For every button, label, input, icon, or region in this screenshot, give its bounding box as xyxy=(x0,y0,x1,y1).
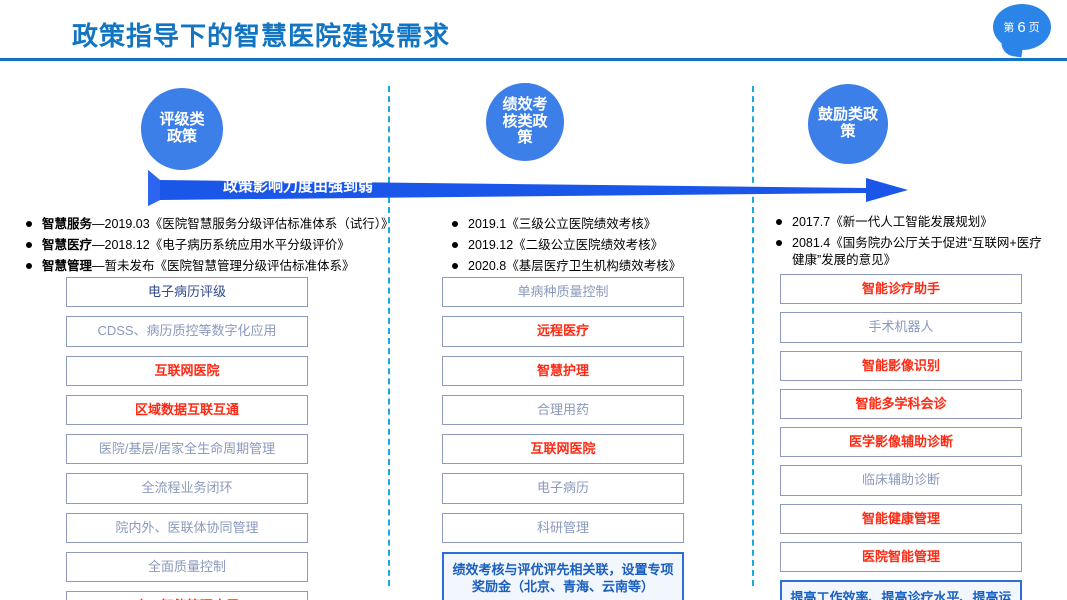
list-item: 2019.1《三级公立医院绩效考核》 xyxy=(448,216,738,233)
box-item[interactable]: 智能诊疗助手 xyxy=(780,274,1022,305)
bullet-list-3: 2017.7《新一代人工智能发展规划》 2081.4《国务院办公厅关于促进“互联… xyxy=(772,214,1052,269)
box-item[interactable]: 人工智能管理应用 xyxy=(66,591,308,600)
circle-1-line-1: 评级类 xyxy=(159,111,205,129)
box-item[interactable]: CDSS、病历质控等数字化应用 xyxy=(66,316,308,347)
box-item[interactable]: 医院智能管理 xyxy=(780,541,1022,572)
list-item: 2019.12《二级公立医院绩效考核》 xyxy=(448,237,738,254)
box-item[interactable]: 医院/基层/居家全生命周期管理 xyxy=(66,434,308,465)
circle-2-line-1: 绩效考 xyxy=(502,95,548,113)
page-title: 政策指导下的智慧医院建设需求 xyxy=(72,21,451,51)
circle-2-line-3: 策 xyxy=(517,129,533,147)
badge-suffix: 页 xyxy=(1028,22,1041,34)
bullet-2-3-rest: 2020.8《基层医疗卫生机构绩效考核》 xyxy=(468,258,682,273)
box-item[interactable]: 互联网医院 xyxy=(442,434,684,465)
bullet-1-1-rest: —2019.03《医院智慧服务分级评估标准体系（试行）》 xyxy=(92,217,394,231)
box-item[interactable]: 全面质量控制 xyxy=(66,551,308,582)
category-circle-encouragement: 鼓励类政 策 xyxy=(808,84,888,164)
list-item: 2081.4《国务院办公厅关于促进“互联网+医疗健康”发展的意见》 xyxy=(772,235,1052,269)
box-item[interactable]: 临床辅助诊断 xyxy=(780,465,1022,496)
list-item: 2017.7《新一代人工智能发展规划》 xyxy=(772,214,1052,231)
column-divider-1 xyxy=(388,86,390,586)
bullet-1-1-lead: 智慧服务 xyxy=(42,217,93,231)
circle-1-line-2: 政策 xyxy=(166,128,197,145)
bullets-column-2: 2019.1《三级公立医院绩效考核》 2019.12《二级公立医院绩效考核》 2… xyxy=(448,216,738,279)
box-item[interactable]: 互联网医院 xyxy=(66,355,308,386)
summary-box[interactable]: 绩效考核与评优评先相关联，设置专项奖励金（北京、青海、云南等） xyxy=(442,551,684,600)
list-item: 智慧服务—2019.03《医院智慧服务分级评估标准体系（试行）》 xyxy=(22,216,422,233)
list-item: 2020.8《基层医疗卫生机构绩效考核》 xyxy=(448,258,738,275)
box-item[interactable]: 全流程业务闭环 xyxy=(66,473,308,504)
box-item[interactable]: 手术机器人 xyxy=(780,312,1022,343)
category-circle-performance: 绩效考 核类政 策 xyxy=(486,83,564,161)
box-item[interactable]: 医学影像辅助诊断 xyxy=(780,427,1022,458)
bullet-1-2-lead: 智慧医疗 xyxy=(42,237,93,252)
circle-3-line-1: 鼓励类政 xyxy=(817,106,878,124)
boxes-column-3: 智能诊疗助手 手术机器人 智能影像识别 智能多学科会诊 医学影像辅助诊断 临床辅… xyxy=(780,274,1022,600)
box-item[interactable]: 单病种质量控制 xyxy=(442,277,684,308)
box-item[interactable]: 电子病历 xyxy=(442,473,684,504)
bullet-1-3-lead: 智慧管理 xyxy=(42,258,93,273)
summary-box[interactable]: 提高工作效率、提高诊疗水平、提高运营效率 xyxy=(780,580,1022,600)
boxes-column-1: 电子病历评级 CDSS、病历质控等数字化应用 互联网医院 区域数据互联互通 医院… xyxy=(66,277,308,600)
box-item[interactable]: 科研管理 xyxy=(442,512,684,543)
circle-3-line-2: 策 xyxy=(840,123,856,140)
box-item[interactable]: 电子病历评级 xyxy=(66,277,308,308)
bullet-2-2-rest: 2019.12《二级公立医院绩效考核》 xyxy=(468,237,664,252)
bullet-3-2-rest: 2081.4《国务院办公厅关于促进“互联网+医疗健康”发展的意见》 xyxy=(792,235,1042,267)
bullet-1-3-rest: —暂未发布《医院智慧管理分级评估标准体系》 xyxy=(92,258,355,273)
arrow-shape xyxy=(148,170,908,206)
bullet-list-1: 智慧服务—2019.03《医院智慧服务分级评估标准体系（试行）》 智慧医疗—20… xyxy=(22,216,422,275)
column-divider-2 xyxy=(752,86,754,586)
bullets-column-3: 2017.7《新一代人工智能发展规划》 2081.4《国务院办公厅关于促进“互联… xyxy=(772,214,1052,273)
badge-text: 第 6 页 xyxy=(993,4,1051,50)
bullets-column-1: 智慧服务—2019.03《医院智慧服务分级评估标准体系（试行）》 智慧医疗—20… xyxy=(22,216,422,279)
policy-strength-arrow: 政策影响力度由强到弱 xyxy=(148,166,908,206)
box-item[interactable]: 合理用药 xyxy=(442,394,684,425)
bullet-1-2-rest: —2018.12《电子病历系统应用水平分级评价》 xyxy=(92,237,350,252)
box-item[interactable]: 远程医疗 xyxy=(442,316,684,347)
bullet-list-2: 2019.1《三级公立医院绩效考核》 2019.12《二级公立医院绩效考核》 2… xyxy=(448,216,738,275)
box-item[interactable]: 智能影像识别 xyxy=(780,350,1022,381)
box-item[interactable]: 智能多学科会诊 xyxy=(780,388,1022,419)
boxes-column-2: 单病种质量控制 远程医疗 智慧护理 合理用药 互联网医院 电子病历 科研管理 绩… xyxy=(442,277,684,600)
badge-number: 6 xyxy=(1017,18,1027,36)
arrow-label: 政策影响力度由强到弱 xyxy=(223,178,374,195)
list-item: 智慧医疗—2018.12《电子病历系统应用水平分级评价》 xyxy=(22,237,422,254)
circle-2-line-2: 核类政 xyxy=(502,112,548,130)
list-item: 智慧管理—暂未发布《医院智慧管理分级评估标准体系》 xyxy=(22,258,422,275)
box-item[interactable]: 院内外、医联体协同管理 xyxy=(66,512,308,543)
page-number-badge: 第 6 页 xyxy=(993,4,1055,60)
category-circle-rating: 评级类 政策 xyxy=(141,88,223,170)
bullet-3-1-rest: 2017.7《新一代人工智能发展规划》 xyxy=(792,215,993,229)
box-item[interactable]: 智能健康管理 xyxy=(780,503,1022,534)
bullet-2-1-rest: 2019.1《三级公立医院绩效考核》 xyxy=(468,217,657,231)
box-item[interactable]: 智慧护理 xyxy=(442,355,684,386)
badge-prefix: 第 xyxy=(1003,22,1016,34)
badge-bubble-shape xyxy=(993,4,1051,50)
title-underline-rule xyxy=(0,58,1067,61)
box-item[interactable]: 区域数据互联互通 xyxy=(66,394,308,425)
